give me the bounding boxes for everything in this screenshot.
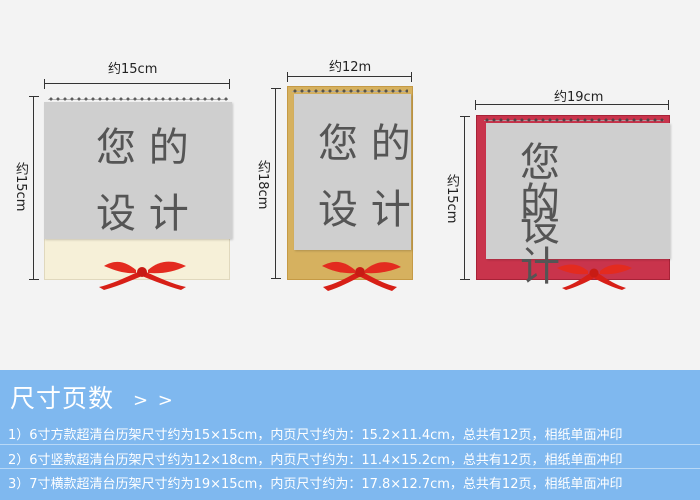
calendar-square: 您 的 设 计 (44, 94, 232, 290)
width-tick-right-1 (229, 79, 230, 89)
spec-line-2: 2）6寸竖款超清台历架尺寸约为12×18cm，内页尺寸约为：11.4×15.2c… (8, 453, 623, 468)
spec-line-3: 3）7寸横款超清台历架尺寸约为19×15cm，内页尺寸约为：17.8×12.7c… (8, 477, 623, 492)
calendar-text-line-2: 设 计 (318, 187, 411, 233)
height-tick-top-3 (460, 116, 470, 117)
calendar-text-line-1: 您 的 (318, 121, 411, 167)
height-tick-bottom-1 (29, 279, 39, 280)
spec-divider (0, 444, 700, 445)
width-line-2 (287, 76, 412, 77)
width-label-3: 约19cm (554, 90, 604, 105)
height-line-2 (275, 88, 276, 279)
width-label-1: 约15cm (108, 62, 158, 77)
height-line-1 (33, 96, 34, 280)
height-tick-top-2 (271, 88, 281, 89)
width-line-1 (44, 83, 230, 84)
calendar-text-line-2: 设 计 (96, 191, 189, 237)
spec-divider (0, 468, 700, 469)
size-pages-panel: 尺寸页数 > > (0, 370, 700, 500)
width-tick-left-2 (287, 72, 288, 82)
double-chevron-icon: > > (132, 390, 175, 411)
calendar-text-line-1: 您 的 (96, 125, 189, 171)
section-title-text: 尺寸页数 (10, 384, 115, 413)
height-label-2: 约18cm (255, 160, 270, 210)
calendar-page-2 (294, 94, 411, 250)
calendar-text-line-1: 您 的 (520, 140, 680, 226)
calendar-page-3 (486, 123, 670, 259)
width-tick-right-3 (668, 100, 669, 110)
width-tick-right-2 (411, 72, 412, 82)
width-label-2: 约12m (329, 60, 372, 75)
width-line-3 (475, 104, 669, 105)
height-tick-top-1 (29, 96, 39, 97)
height-label-1: 约15cm (13, 162, 28, 212)
ribbon-icon (554, 260, 634, 290)
height-tick-bottom-2 (271, 278, 281, 279)
height-tick-bottom-3 (460, 279, 470, 280)
calendar-vertical: 您 的 设 计 (287, 86, 413, 291)
calendar-text-line-2: 设 计 (520, 204, 680, 290)
product-illustration-area: 约15cm 约15cm 您 的 设 计 (13, 60, 680, 291)
height-label-3: 约15cm (444, 174, 459, 224)
section-title: 尺寸页数 > > (10, 379, 175, 415)
ribbon-icon (317, 256, 403, 292)
calendar-horizontal: 您 的 设 计 (476, 115, 680, 290)
height-line-3 (464, 116, 465, 280)
width-tick-left-1 (44, 79, 45, 89)
spec-line-1: 1）6寸方款超清台历架尺寸约为15×15cm，内页尺寸约为：15.2×11.4c… (8, 428, 623, 443)
width-tick-left-3 (475, 100, 476, 110)
calendar-page-1 (44, 102, 232, 239)
ribbon-icon (94, 256, 190, 290)
